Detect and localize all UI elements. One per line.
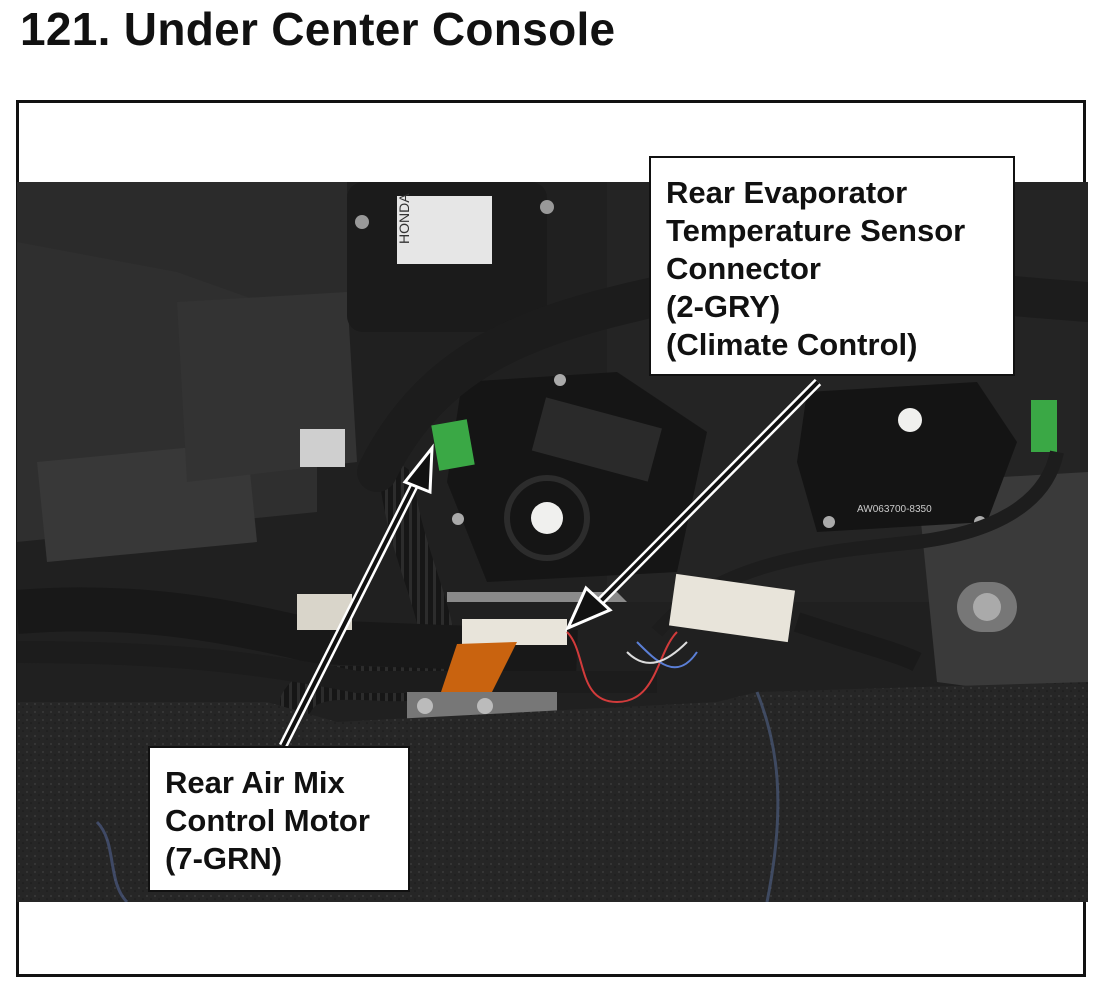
actuator-part-text: AW063700-8350	[857, 504, 932, 515]
callout-line: (Climate Control)	[666, 327, 918, 362]
callout-line: Temperature Sensor	[666, 213, 966, 248]
blower-label-text: HONDA	[396, 193, 412, 244]
air-mix-connector	[431, 419, 475, 471]
callout-line: Rear Air Mix	[165, 765, 345, 800]
callout-line: (7-GRN)	[165, 841, 283, 876]
callout-line: Connector	[666, 251, 821, 286]
evaporator-sensor-callout: Rear Evaporator Temperature Sensor Conne…	[649, 156, 1015, 376]
callout-line: Rear Evaporator	[666, 175, 908, 210]
evap-sensor-connector	[462, 619, 567, 645]
right-green-connector	[1031, 400, 1057, 452]
callout-line: Control Motor	[165, 803, 370, 838]
bracket	[300, 429, 345, 467]
page-title: 121. Under Center Console	[20, 3, 616, 55]
white-connector-left	[297, 594, 352, 630]
air-mix-motor-callout: Rear Air Mix Control Motor (7-GRN)	[148, 746, 410, 892]
callout-line: (2-GRY)	[666, 289, 781, 324]
